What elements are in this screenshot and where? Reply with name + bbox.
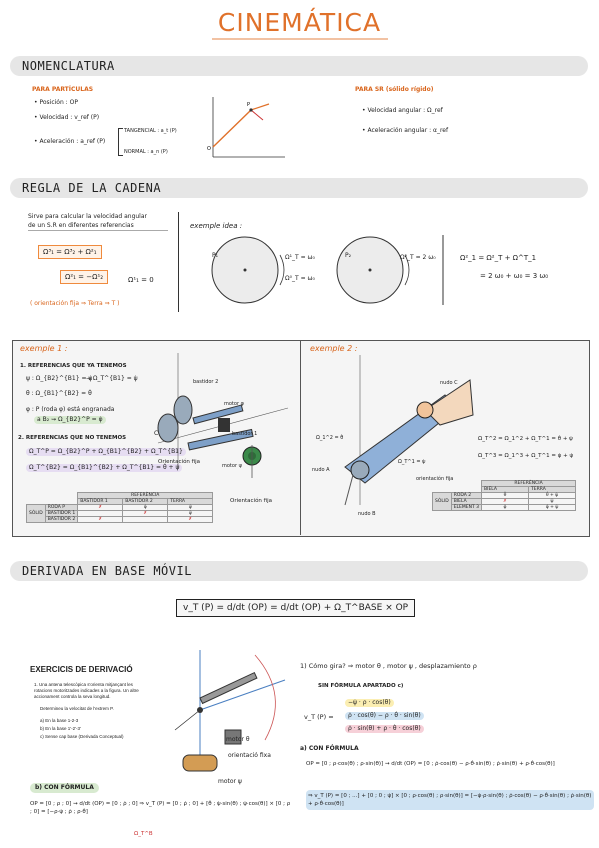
fig-orient: orientació fixa: [228, 752, 271, 759]
ex1-label-c: C: [154, 430, 159, 437]
ex1-label-motorpsi: motor ψ: [222, 463, 242, 469]
disk2-label: P₂: [345, 252, 352, 259]
example-heading: exemple idea :: [190, 222, 243, 230]
ex1-line7: 2. REFERENCIAS QUE NO TENEMOS: [18, 435, 127, 441]
b-line: OP = [0 ; ρ ; 0] ⇝ d/dt (OP) = [0 ; ρ̇ ;…: [30, 801, 291, 815]
disk2-eq: Ω²_T = 2 ω₀: [400, 254, 436, 261]
regla-intro-2: de un S.R en diferentes referencias: [28, 222, 134, 229]
section-banner-regla: REGLA DE LA CADENA: [10, 178, 588, 198]
a-line: OP = [0 ; ρ·cos(θ) ; ρ·sin(θ)] ⇝ d/dt (O…: [306, 761, 555, 767]
ex2-nudo-a: nudo A: [312, 467, 330, 473]
velocidad-line: • Velocidad : v_ref (P): [34, 114, 100, 121]
regla-result-1: Ω²_1 = Ω²_T + Ω^T_1: [460, 254, 537, 262]
velocidad-angular-line: • Velocidad angular : Ω_ref: [362, 107, 443, 114]
page-title: CINEMÁTICA: [217, 8, 382, 37]
particle-diagram: O P: [207, 97, 285, 158]
ex2-nudo-c: nudo C: [440, 380, 458, 386]
ex1-label-orient1: Orientación fija: [158, 459, 201, 465]
title-underline: [212, 38, 388, 40]
sin-formula-head: SIN FÓRMULA APARTADO c): [318, 683, 404, 689]
svg-text:P: P: [247, 102, 250, 108]
regla-eq3: Ω¹₁ = 0: [128, 276, 154, 284]
regla-eq2: Ω²₁ = −Ω¹₂: [60, 270, 109, 284]
disk1-eq1: Ω¹_T = ω₀: [285, 254, 315, 261]
ex2-eq2: Ω_T^3 = Ω_1^3 + Ω_T^1 = φ̇ + ψ̇: [478, 453, 574, 459]
ex1-mechanism: [157, 353, 289, 478]
tangencial-line: TANGENCIAL : a_t (P): [124, 128, 177, 134]
ex1-label-bastidor1: bastidor 1: [232, 431, 258, 437]
ex2-heading: exemple 2 :: [310, 344, 358, 353]
vt-row1: −ψ̇ · ρ · cos(θ): [345, 699, 394, 707]
regla-note: ( orientación fija ⇒ Terra ⇒ T ): [30, 300, 120, 307]
b-omega: Ω_T^B: [134, 831, 153, 837]
bracket: [118, 128, 123, 156]
section-title: NOMENCLATURA: [22, 59, 115, 73]
ex1-line6: a B₂ ⇝ Ω_{B2}^P = φ̇: [34, 416, 106, 424]
section-title: DERIVADA EN BASE MÓVIL: [22, 564, 192, 578]
fig-motor-psi: motor ψ: [218, 778, 242, 785]
disk1-eq2: Ω⁰_T = ω₀: [285, 275, 315, 282]
ex1-line3: → Ω_T^{B1} = ψ̇: [86, 375, 138, 382]
particulas-heading: PARA PARTÍCULAS: [32, 86, 94, 93]
aceleracion-angular-line: • Aceleración angular : α_ref: [362, 127, 449, 134]
ex1-label-bastidor2: bastidor 2: [193, 379, 219, 385]
ex1-heading: exemple 1 :: [20, 344, 68, 353]
ex1-label-orient2: Orientación fija: [230, 498, 273, 504]
regla-result-2: = 2 ω₀ + ω₀ = 3 ω₀: [480, 272, 549, 280]
ex2-mechanism: [344, 355, 474, 506]
ex1-line4: θ : Ω_{B1}^{B2} = θ̇: [26, 390, 92, 397]
section-title: REGLA DE LA CADENA: [22, 181, 162, 195]
vt-label: v_T (P) =: [304, 713, 334, 721]
derivada-formula: v_T (P) = d/dt (OP) = d/dt (OP) + Ω_T^BA…: [176, 599, 416, 617]
disk-diagram: [211, 235, 444, 305]
ex-c: c) Sense cap base (Derivada Conceptual): [40, 734, 124, 739]
regla-intro-1: Sirve para calcular la velocidad angular: [28, 213, 147, 220]
question-gira: 1) Cómo gira? ⇒ motor θ , motor ψ , desp…: [300, 662, 477, 670]
ex-title: EXERCICIS DE DERIVACIÓ: [30, 665, 133, 674]
a-result: ⇒ v_T (P) = [0 ; ...] + [0 ; 0 ; ψ̇] × […: [306, 790, 594, 810]
vt-row2: ρ̇ · cos(θ) − ρ · θ̇ · sin(θ): [345, 712, 424, 720]
ex2-side1: Ω_T^1 = ψ̇: [398, 459, 426, 465]
vt-row3: ρ̇ · sin(θ) + ρ · θ̇ · cos(θ): [345, 725, 424, 733]
ex1-label-motor: motor φ: [224, 401, 244, 407]
ex-a: a) En la base 1-2-3: [40, 718, 79, 723]
aceleracion-line: • Aceleración : a_ref (P): [34, 138, 106, 145]
solido-heading: PARA SR (sólido rígido): [355, 86, 434, 93]
ex-text: 1. Una antena telescòpica s'orienta mitj…: [34, 682, 139, 699]
ex1-line8: Ω_T^P = Ω_{B2}^P + Ω_{B1}^{B2} + Ω_T^{B1…: [26, 448, 186, 456]
posicion-line: • Posición : OP: [34, 99, 78, 106]
ex1-line2: ψ : Ω_{B2}^{B1} = ψ̇: [26, 375, 93, 382]
section-banner-derivada: DERIVADA EN BASE MÓVIL: [10, 561, 588, 581]
ex2-eq1: Ω_T^2 = Ω_1^2 + Ω_T^1 = θ̇ + ψ̇: [478, 436, 573, 442]
section-banner-nomenclatura: NOMENCLATURA: [10, 56, 588, 76]
normal-line: NORMAL : a_n (P): [124, 149, 168, 155]
ex2-side2: Ω_1^2 = θ̇: [316, 435, 344, 441]
ex1-line1: 1. REFERENCIAS QUE YA TENEMOS: [20, 363, 127, 369]
con-formula-a: a) CON FÓRMULA: [300, 745, 359, 752]
disk1-label: P₁: [212, 252, 219, 259]
ex1-line9: Ω_T^{B2} = Ω_{B1}^{B2} + Ω_T^{B1} = θ̇ +…: [26, 464, 183, 472]
ex-question: Determineu la velocitat de l'extrem P.: [40, 706, 114, 711]
svg-text:O: O: [207, 146, 211, 152]
con-formula-b: b) CON FÓRMULA: [30, 783, 99, 793]
ex-b: b) En la base 1'-2'-3': [40, 726, 81, 731]
regla-eq1: Ω³₁ = Ω³₂ + Ω²₁: [38, 245, 102, 259]
fig-motor-theta: motor θ: [226, 736, 250, 743]
ex1-line5: φ : P (roda φ) está engranada: [26, 406, 115, 413]
antenna-diagram: [174, 650, 286, 772]
ex2-orient: orientación fija: [416, 476, 454, 482]
ex2-nudo-b: nudo B: [358, 511, 376, 517]
